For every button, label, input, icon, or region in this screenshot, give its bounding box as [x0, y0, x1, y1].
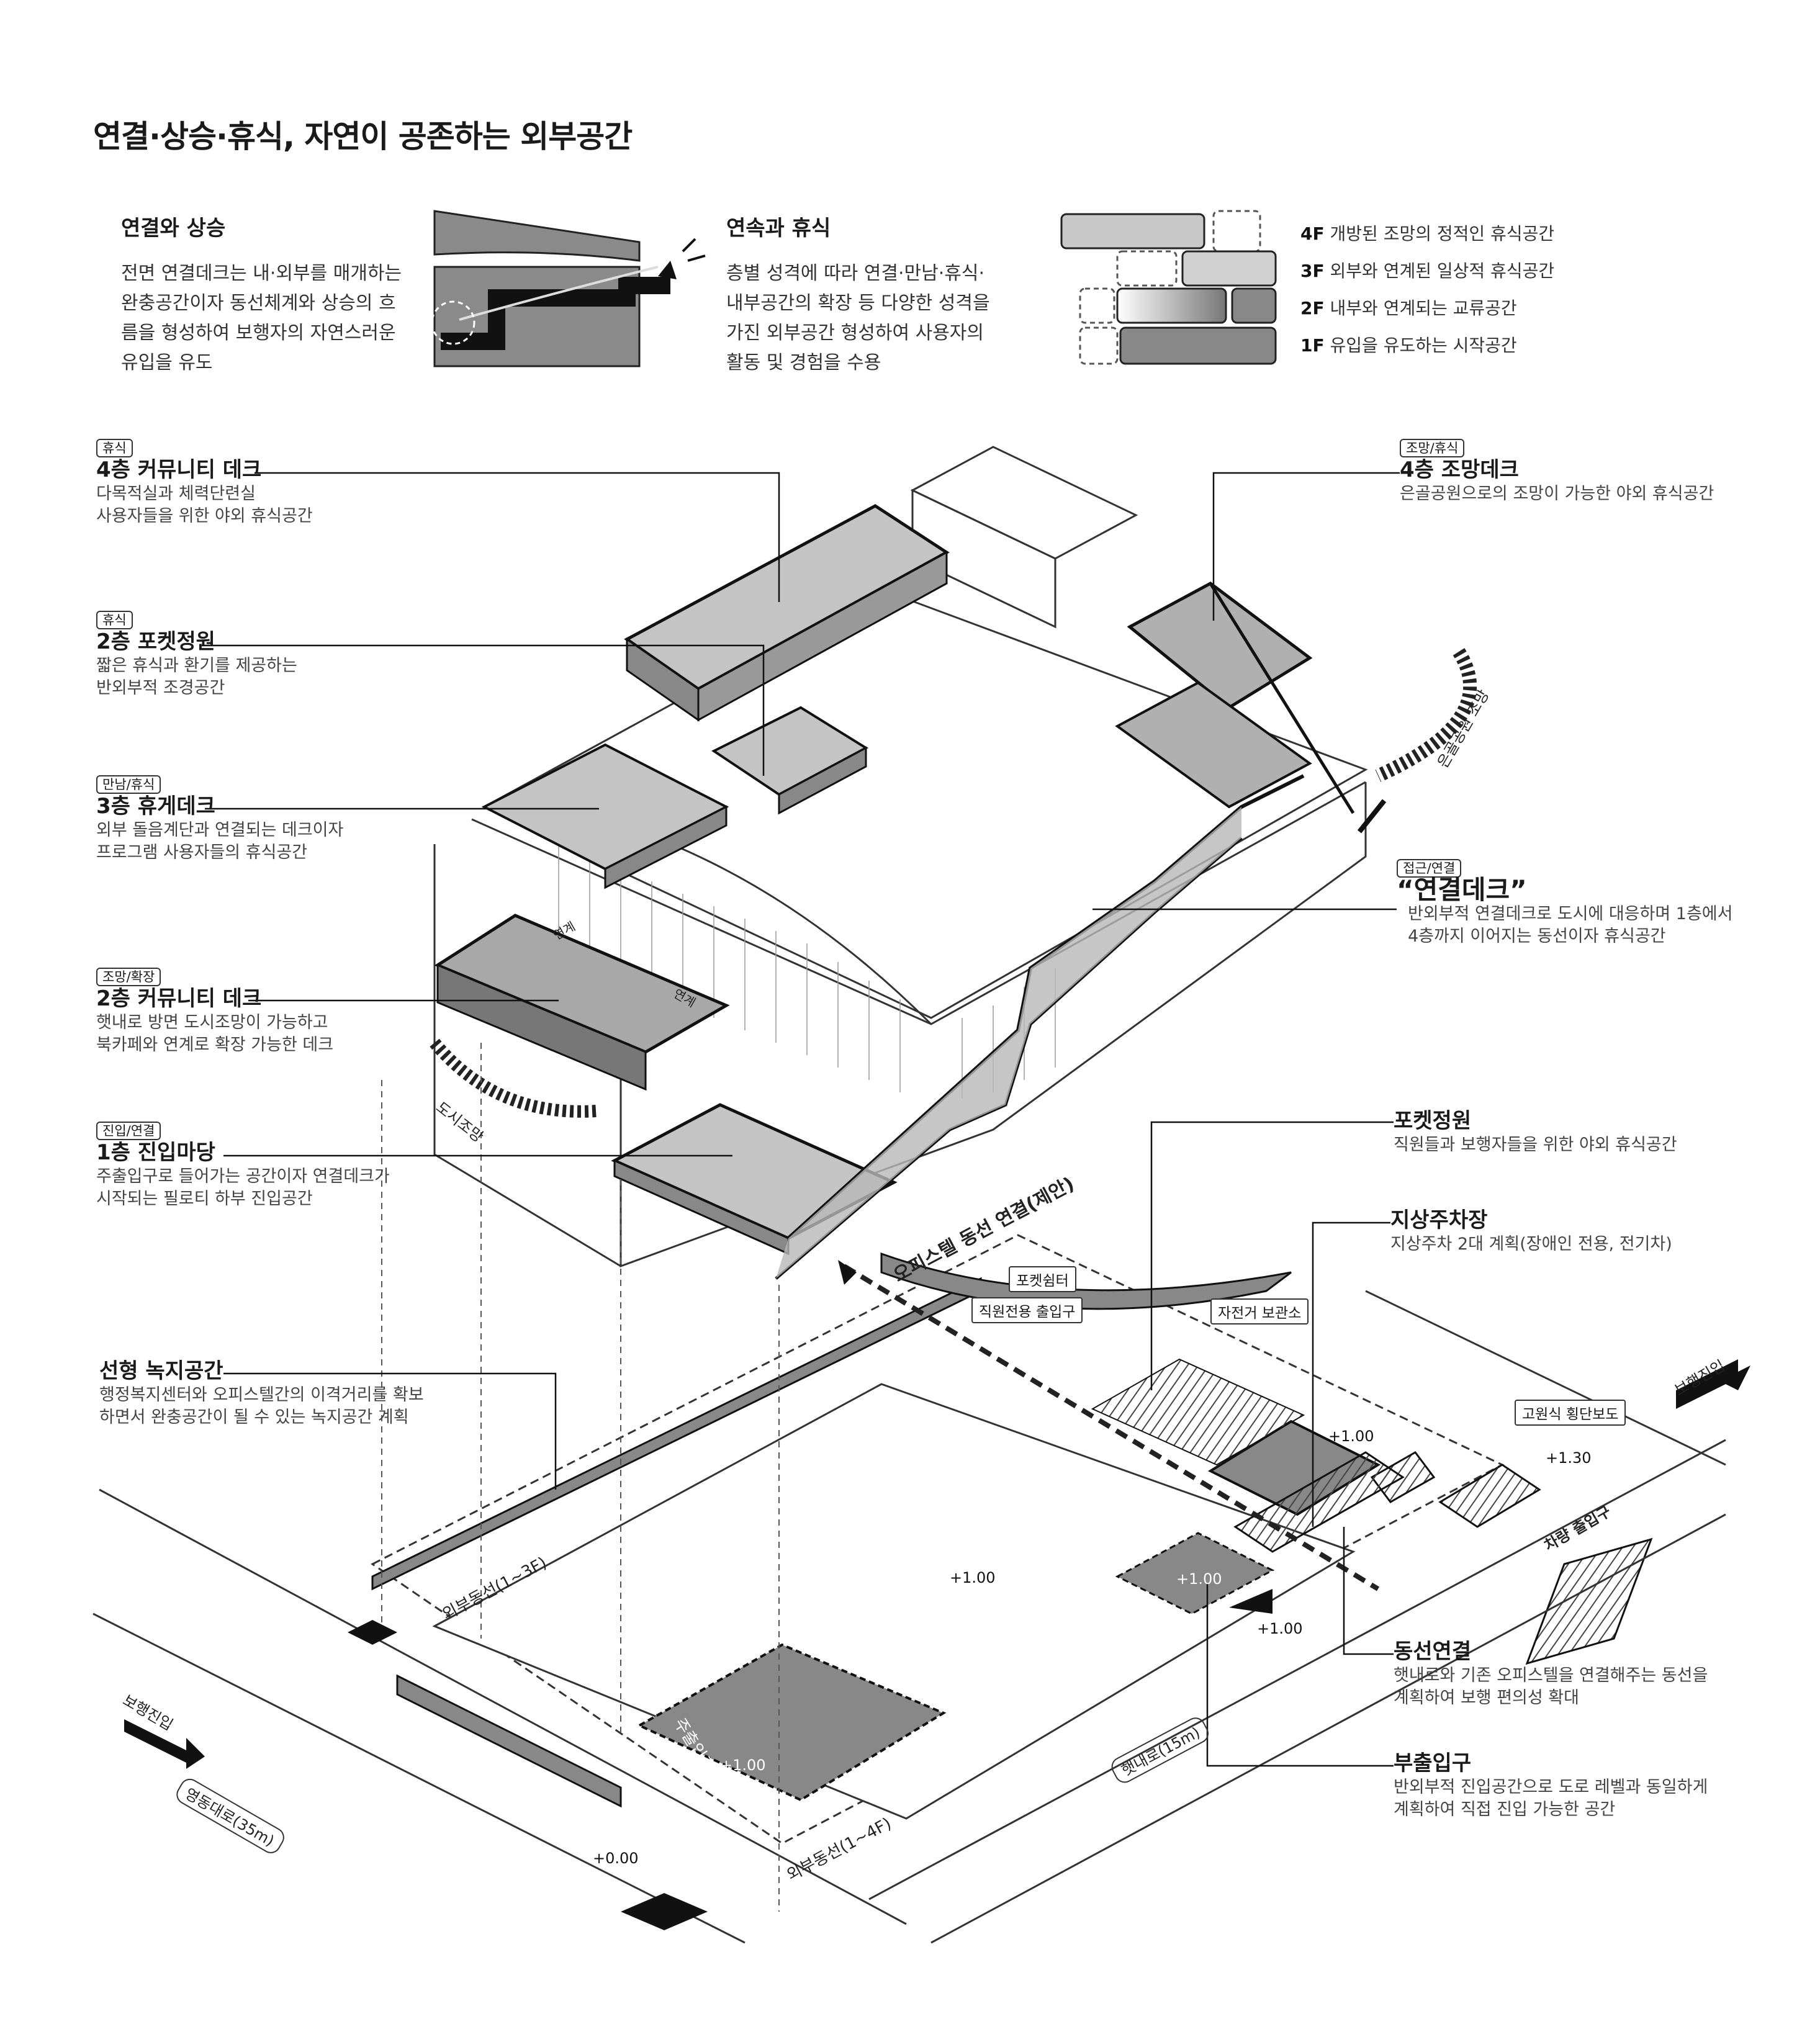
link-deck-stair — [775, 774, 1305, 1280]
leader-lines — [202, 472, 1400, 1767]
level-000: +0.00 — [593, 1850, 639, 1867]
level-130: +1.30 — [1546, 1449, 1592, 1467]
intro-left-body: 전면 연결데크는 내·외부를 매개하는 완충공간이자 동선체계와 상승의 흐 름… — [121, 263, 402, 374]
arrows — [124, 1260, 1750, 1930]
callout-desc: 반외부적 연결데크로 도시에 대응하며 1층에서 4층까지 이어지는 동선이자 … — [1408, 904, 1733, 946]
site-plan — [92, 1234, 1726, 1944]
callout-tag: 조망/휴식 — [1400, 439, 1465, 457]
callout-desc: 은골공원으로의 조망이 가능한 야외 휴식공간 — [1400, 484, 1714, 503]
floor-code: 4F — [1300, 223, 1325, 244]
floor-desc: 외부와 연계된 일상적 휴식공간 — [1330, 261, 1555, 281]
deck-4f — [624, 504, 950, 722]
callout-tag: 진입/연결 — [96, 1122, 161, 1140]
callout-tag: 만남/휴식 — [96, 775, 161, 794]
callout-2f-pocket-garden: 휴식 2층 포켓정원 짧은 휴식과 환기를 제공하는 반외부적 조경공간 — [96, 611, 297, 699]
callout-link-deck: 접근/연결 “연결데크” 반외부적 연결데크로 도시에 대응하며 1층에서 4층… — [1397, 859, 1733, 948]
intro-left: 연결와 상승 전면 연결데크는 내·외부를 매개하는 완충공간이자 동선체계와 … — [121, 211, 419, 378]
floor-legend-row: 1F 유입을 유도하는 시작공간 — [1300, 332, 1554, 369]
level-100-main: +1.00 — [720, 1756, 766, 1774]
floor-code: 2F — [1300, 298, 1325, 318]
callout-linear-green: 선형 녹지공간 행정복지센터와 오피스텔간의 이격거리를 확보 하면서 완충공간… — [99, 1358, 424, 1429]
callout-label: 포켓정원 — [1394, 1109, 1472, 1133]
callout-label: 1층 진입마당 — [96, 1140, 215, 1165]
callout-desc: 반외부적 진입공간으로 도로 레벨과 동일하게 계획하여 직접 진입 가능한 공… — [1394, 1778, 1708, 1819]
floor-code: 1F — [1300, 335, 1325, 356]
callout-tag: 휴식 — [96, 611, 133, 629]
callout-4f-community-deck: 휴식 4층 커뮤니티 데크 다목적실과 체력단련실 사용자들을 위한 야외 휴식… — [96, 439, 313, 528]
floor-legend: 4F 개방된 조망의 정적인 휴식공간 3F 외부와 연계된 일상적 휴식공간 … — [1300, 220, 1554, 369]
callout-tag: 휴식 — [96, 439, 133, 457]
label-bike-storage: 자전거 보관소 — [1210, 1298, 1309, 1325]
callout-sub-entrance: 부출입구 반외부적 진입공간으로 도로 레벨과 동일하게 계획하여 직접 진입 … — [1394, 1750, 1708, 1821]
callout-desc: 짧은 휴식과 환기를 제공하는 반외부적 조경공간 — [96, 656, 297, 698]
deck-view-4f — [1115, 582, 1387, 834]
floor-desc: 개방된 조망의 정적인 휴식공간 — [1330, 223, 1555, 244]
callout-tag: 조망/확장 — [96, 968, 161, 986]
city-view-arc — [430, 1038, 597, 1118]
label-staff-entrance: 직원전용 출입구 — [971, 1297, 1083, 1323]
callout-label: 4층 커뮤니티 데크 — [96, 457, 262, 482]
floor-code: 3F — [1300, 261, 1325, 281]
deck-pocket-garden — [711, 706, 869, 815]
label-raised-crosswalk: 고원식 횡단보도 — [1515, 1400, 1626, 1426]
level-100-center: +1.00 — [950, 1569, 996, 1586]
callout-1f-entry-court: 진입/연결 1층 진입마당 주출입구로 들어가는 공간이자 연결데크가 시작되는… — [96, 1122, 390, 1210]
callout-surface-parking: 지상주차장 지상주차 2대 계획(장애인 전용, 전기차) — [1390, 1207, 1672, 1256]
callout-3f-rest-deck: 만남/휴식 3층 휴게데크 외부 돌음계단과 연결되는 데크이자 프로그램 사용… — [96, 775, 344, 864]
dotted-projection-lines — [381, 1043, 780, 1912]
deck-3f — [481, 743, 729, 889]
callout-label: 부출입구 — [1394, 1751, 1472, 1776]
deck-2f — [434, 914, 730, 1091]
callout-label: 4층 조망데크 — [1400, 457, 1519, 482]
ascend-diagram — [431, 210, 706, 367]
floor-legend-graphic — [1060, 210, 1277, 365]
callout-desc: 햇내로와 기존 오피스텔을 연결해주는 동선을 계획하여 보행 편의성 확대 — [1394, 1666, 1708, 1707]
callout-desc: 외부 돌음계단과 연결되는 데크이자 프로그램 사용자들의 휴식공간 — [96, 821, 344, 862]
floor-legend-row: 4F 개방된 조망의 정적인 휴식공간 — [1300, 220, 1554, 258]
floor-legend-row: 3F 외부와 연계된 일상적 휴식공간 — [1300, 258, 1554, 295]
callout-desc: 주출입구로 들어가는 공간이자 연결데크가 시작되는 필로티 하부 진입공간 — [96, 1167, 390, 1208]
floor-legend-row: 2F 내부와 연계되는 교류공간 — [1300, 295, 1554, 332]
floor-desc: 유입을 유도하는 시작공간 — [1330, 335, 1517, 356]
callout-desc: 직원들과 보행자들을 위한 야외 휴식공간 — [1394, 1135, 1677, 1154]
intro-right: 연속과 휴식 층별 성격에 따라 연결·만남·휴식· 내부공간의 확장 등 다양… — [726, 211, 1024, 378]
intro-right-heading: 연속과 휴식 — [726, 216, 831, 241]
page-title: 연결·상승·휴식, 자연이 공존하는 외부공간 — [93, 119, 633, 155]
callout-label: 동선연결 — [1394, 1639, 1472, 1664]
park-view-arc — [1375, 648, 1477, 783]
callout-circulation-link: 동선연결 햇내로와 기존 오피스텔을 연결해주는 동선을 계획하여 보행 편의성… — [1394, 1639, 1708, 1709]
floor-desc: 내부와 연계되는 교류공간 — [1330, 298, 1517, 318]
intro-left-heading: 연결와 상승 — [121, 216, 226, 241]
intro-right-body: 층별 성격에 따라 연결·만남·휴식· 내부공간의 확장 등 다양한 성격을 가… — [726, 263, 990, 374]
level-100-parking: +1.00 — [1328, 1428, 1374, 1445]
label-pocket-shelter: 포켓쉼터 — [1009, 1266, 1076, 1292]
callout-label: “연결데크” — [1397, 875, 1527, 905]
callout-pocket-garden: 포켓정원 직원들과 보행자들을 위한 야외 휴식공간 — [1394, 1108, 1677, 1156]
level-100-south: +1.00 — [1257, 1620, 1303, 1637]
callout-label: 2층 포켓정원 — [96, 629, 215, 654]
callout-label: 지상주차장 — [1390, 1208, 1488, 1233]
callout-desc: 지상주차 2대 계획(장애인 전용, 전기차) — [1390, 1235, 1672, 1254]
callout-label: 선형 녹지공간 — [99, 1359, 223, 1383]
callout-label: 2층 커뮤니티 데크 — [96, 986, 262, 1011]
callout-2f-community-deck: 조망/확장 2층 커뮤니티 데크 햇내로 방면 도시조망이 가능하고 북카페와 … — [96, 968, 333, 1056]
level-100-sub: +1.00 — [1176, 1570, 1222, 1588]
callout-desc: 행정복지센터와 오피스텔간의 이격거리를 확보 하면서 완충공간이 될 수 있는… — [99, 1385, 424, 1427]
callout-tag: 접근/연결 — [1397, 859, 1462, 878]
callout-desc: 다목적실과 체력단련실 사용자들을 위한 야외 휴식공간 — [96, 484, 313, 526]
callout-desc: 햇내로 방면 도시조망이 가능하고 북카페와 연계로 확장 가능한 데크 — [96, 1013, 334, 1055]
callout-4f-view-deck: 조망/휴식 4층 조망데크 은골공원으로의 조망이 가능한 야외 휴식공간 — [1400, 439, 1714, 505]
callout-label: 3층 휴게데크 — [96, 794, 215, 819]
